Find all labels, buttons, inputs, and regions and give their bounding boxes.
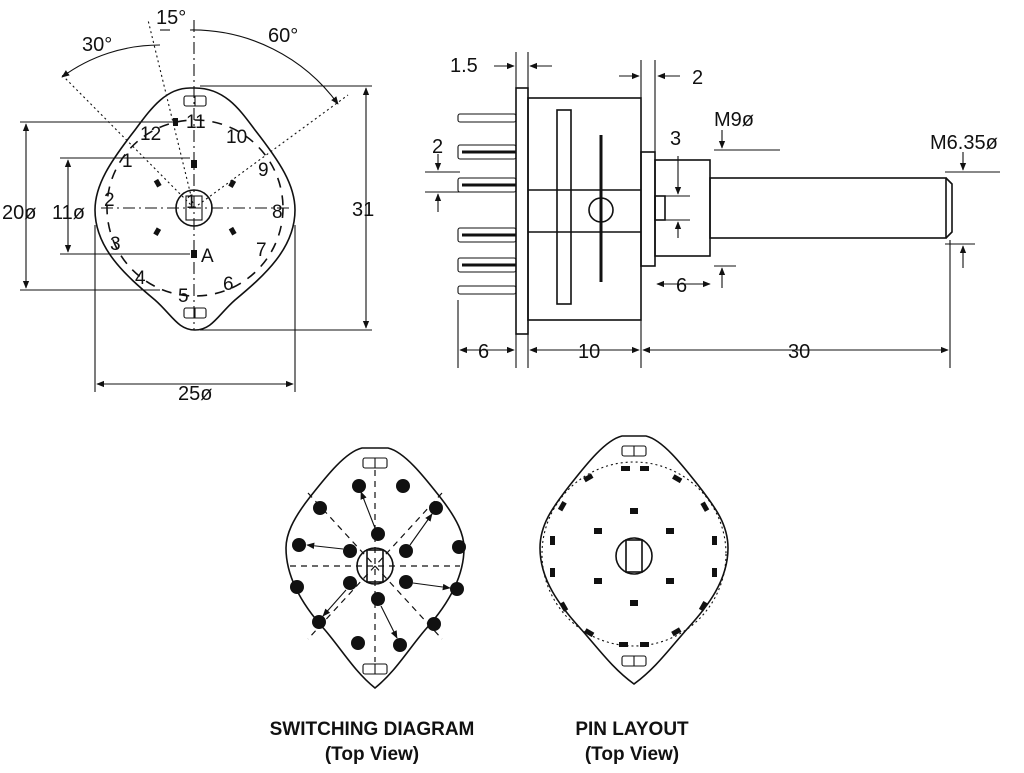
pin-label-10: 10: [226, 127, 247, 148]
dim-2-top: 2: [692, 67, 703, 89]
angle-15-label: 15°: [156, 7, 186, 29]
pinlayout-outer-pins: [550, 466, 717, 647]
pin-layout-title: PIN LAYOUT: [575, 719, 689, 740]
pin-label-center-1: 1: [186, 192, 197, 213]
dim-m9: M9ø: [714, 109, 754, 131]
pin-label-7: 7: [256, 240, 267, 261]
side-switch-body: [527, 97, 642, 321]
dim-6-pins: 6: [478, 341, 489, 363]
side-view: 1.5 2 M9ø M6.35ø 2 3 6 6 10 30: [425, 52, 1000, 368]
pin-label-common: A: [201, 246, 214, 267]
pin-layout-subtitle: (Top View): [585, 744, 679, 765]
switching-diagram-title: SWITCHING DIAGRAM: [270, 719, 475, 740]
pin-label-3: 3: [110, 234, 121, 255]
pinlayout-inner-pins: [594, 508, 674, 606]
side-shaft: [709, 177, 947, 239]
dim-30: 30: [788, 341, 810, 363]
pin-label-6: 6: [223, 274, 234, 295]
dim-25-dia: 25ø: [178, 383, 212, 405]
dim-31: 31: [352, 199, 374, 221]
dim-2-pin: 2: [432, 136, 443, 158]
dim-11-dia: 11ø: [52, 202, 85, 224]
switching-outer-contacts: [290, 479, 466, 652]
dim-1-5: 1.5: [450, 55, 478, 77]
pinlayout-body-outline: [539, 435, 729, 685]
angle-30-label: 30°: [82, 34, 112, 56]
pin-label-5: 5: [178, 286, 189, 307]
pin-label-4: 4: [135, 268, 146, 289]
dim-3: 3: [670, 128, 681, 150]
front-body-outline: [94, 87, 296, 331]
dim-20-dia: 20ø: [2, 202, 36, 224]
pin-layout: [539, 435, 729, 685]
dim-10: 10: [578, 341, 600, 363]
pin-label-1: 1: [122, 151, 133, 172]
pin-label-12: 12: [140, 124, 161, 145]
switching-body-outline: [285, 447, 465, 690]
dim-6-bushing: 6: [676, 275, 687, 297]
switching-diagram: [285, 447, 466, 690]
dim-m6-35: M6.35ø: [930, 132, 998, 154]
pin-label-2: 2: [104, 190, 115, 211]
pin-label-9: 9: [258, 160, 269, 181]
switching-inner-contacts: [343, 527, 413, 606]
angle-60-label: 60°: [268, 25, 298, 47]
pin-label-11: 11: [186, 112, 206, 133]
front-view: 30° 15° 60° 1 2 3 4 5 6 7 8 9 10 11 12 A…: [2, 7, 374, 405]
pin-label-8: 8: [272, 202, 283, 223]
side-terminals: [457, 113, 517, 295]
side-bushing: [640, 151, 656, 267]
side-mount-plate: [515, 87, 529, 335]
switching-diagram-subtitle: (Top View): [325, 744, 419, 765]
